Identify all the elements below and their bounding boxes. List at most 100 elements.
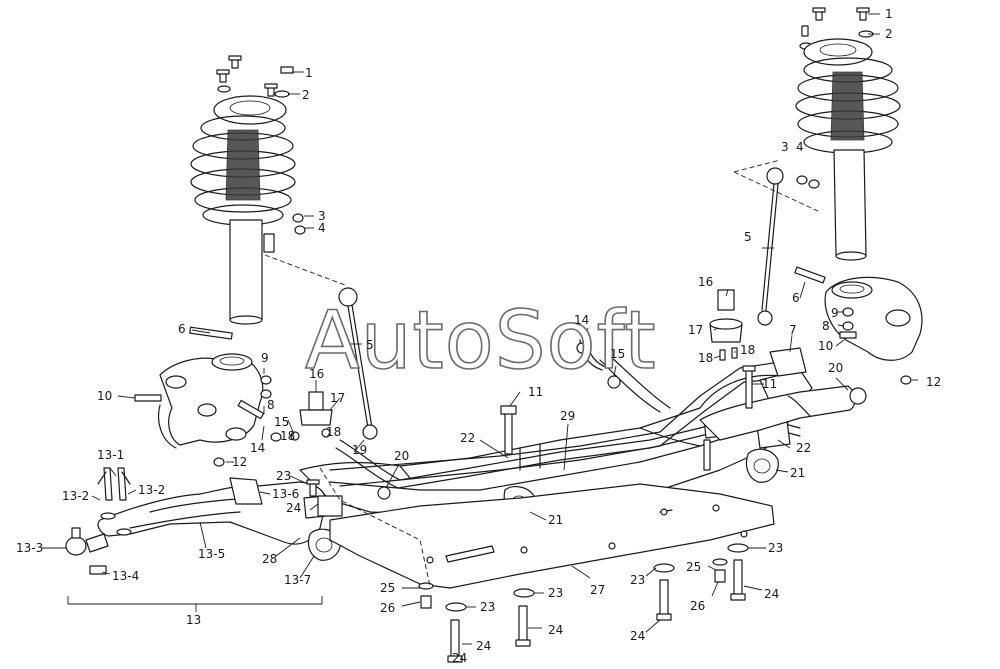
left-ball-joint xyxy=(65,527,109,575)
callout-27: 27 xyxy=(590,583,605,597)
callout-26: 26 xyxy=(380,601,395,615)
callout-13-7: 13-7 xyxy=(284,573,311,587)
callout-13-6: 13-6 xyxy=(272,487,299,501)
callout-1: 1 xyxy=(305,66,313,80)
callout-18: 18 xyxy=(326,425,341,439)
callout-13-1: 13-1 xyxy=(97,448,124,462)
callout-8: 8 xyxy=(822,319,830,333)
callout-25: 25 xyxy=(686,560,701,574)
callout-1: 1 xyxy=(885,7,893,21)
right-bracket-7 xyxy=(769,347,807,377)
splash-shield-27 xyxy=(329,483,775,589)
callout-13-4: 13-4 xyxy=(112,569,139,583)
callout-7: 7 xyxy=(789,323,797,337)
callout-24: 24 xyxy=(548,623,563,637)
leader-lines xyxy=(42,13,918,645)
callout-13-2: 13-2 xyxy=(138,483,165,497)
left-coil-spring xyxy=(190,115,296,226)
callout-24: 24 xyxy=(764,587,779,601)
callout-3: 3 xyxy=(781,140,789,154)
callout-11: 11 xyxy=(528,385,543,399)
right-stabilizer-link xyxy=(757,167,820,326)
callout-23: 23 xyxy=(768,541,783,555)
callout-24: 24 xyxy=(286,501,301,515)
callout-8: 8 xyxy=(267,398,275,412)
callout-9: 9 xyxy=(261,351,269,365)
left-top-mount-bolts xyxy=(216,55,294,98)
left-strut-body xyxy=(229,219,263,321)
callout-14: 14 xyxy=(574,313,589,327)
callout-14: 14 xyxy=(250,441,265,455)
left-nut-12 xyxy=(213,457,225,467)
callout-13: 13 xyxy=(186,613,201,627)
callout-10: 10 xyxy=(97,389,112,403)
right-upper-strut-mount xyxy=(803,38,873,66)
callout-15: 15 xyxy=(274,415,289,429)
callout-19: 19 xyxy=(352,443,367,457)
callout-18: 18 xyxy=(280,429,295,443)
callout-23: 23 xyxy=(276,469,291,483)
autosoft-watermark: AutoSoft xyxy=(305,294,657,387)
left-strut-to-knuckle-bolt xyxy=(189,326,233,340)
center-stabilizer-clamp xyxy=(576,337,621,389)
callout-17: 17 xyxy=(688,323,703,337)
callout-6: 6 xyxy=(178,322,186,336)
callout-2: 2 xyxy=(302,88,310,102)
callout-25: 25 xyxy=(380,581,395,595)
callout-20: 20 xyxy=(828,361,843,375)
callout-18: 18 xyxy=(698,351,713,365)
callout-6: 6 xyxy=(792,291,800,305)
callout-23: 23 xyxy=(548,586,563,600)
callout-21: 21 xyxy=(790,466,805,480)
left-upper-strut-mount xyxy=(213,95,287,125)
right-lower-control-arm xyxy=(699,347,867,441)
callout-24: 24 xyxy=(476,639,491,653)
callout-23: 23 xyxy=(630,573,645,587)
callout-16: 16 xyxy=(698,275,713,289)
callout-22: 22 xyxy=(796,441,811,455)
right-coil-spring xyxy=(795,57,901,154)
callout-13-3: 13-3 xyxy=(16,541,43,555)
stabilizer-bar xyxy=(335,355,801,489)
callout-28: 28 xyxy=(262,552,277,566)
callout-13-2: 13-2 xyxy=(62,489,89,503)
callout-9: 9 xyxy=(831,306,839,320)
callout-20: 20 xyxy=(394,449,409,463)
left-bracket-28 xyxy=(317,495,343,517)
left-upper-knuckle-bolt xyxy=(134,394,162,402)
callout-16: 16 xyxy=(309,367,324,381)
callout-22: 22 xyxy=(460,431,475,445)
callout-10: 10 xyxy=(818,339,833,353)
left-stabilizer-bushing xyxy=(290,391,333,441)
callout-17: 17 xyxy=(330,391,345,405)
callout-21: 21 xyxy=(548,513,563,527)
left-stabilizer-link xyxy=(292,213,378,440)
callout-12: 12 xyxy=(926,375,941,389)
left-strut-assembly xyxy=(190,55,346,325)
callout-15: 15 xyxy=(610,347,625,361)
callout-24: 24 xyxy=(452,651,467,665)
callout-26: 26 xyxy=(690,599,705,613)
right-steering-knuckle xyxy=(824,276,923,361)
callout-12: 12 xyxy=(232,455,247,469)
callout-11: 11 xyxy=(762,377,777,391)
callout-5: 5 xyxy=(744,230,752,244)
callout-23: 23 xyxy=(480,600,495,614)
right-strut-body xyxy=(833,149,867,256)
callout-4: 4 xyxy=(318,221,326,235)
left-steering-knuckle xyxy=(157,353,264,449)
right-bolt-11 xyxy=(742,365,756,409)
left-arm-bolts-13-1 xyxy=(97,467,132,536)
bottom-fasteners xyxy=(418,543,749,663)
right-strut-to-knuckle-bolt xyxy=(794,266,826,284)
center-bolt-11 xyxy=(500,405,517,455)
callout-13-5: 13-5 xyxy=(198,547,225,561)
left-lower-bolt-14 xyxy=(237,399,265,420)
callout-4: 4 xyxy=(796,140,804,154)
left-washer-9 xyxy=(260,375,272,385)
callout-24: 24 xyxy=(630,629,645,643)
callout-18: 18 xyxy=(740,343,755,357)
callout-29: 29 xyxy=(560,409,575,423)
